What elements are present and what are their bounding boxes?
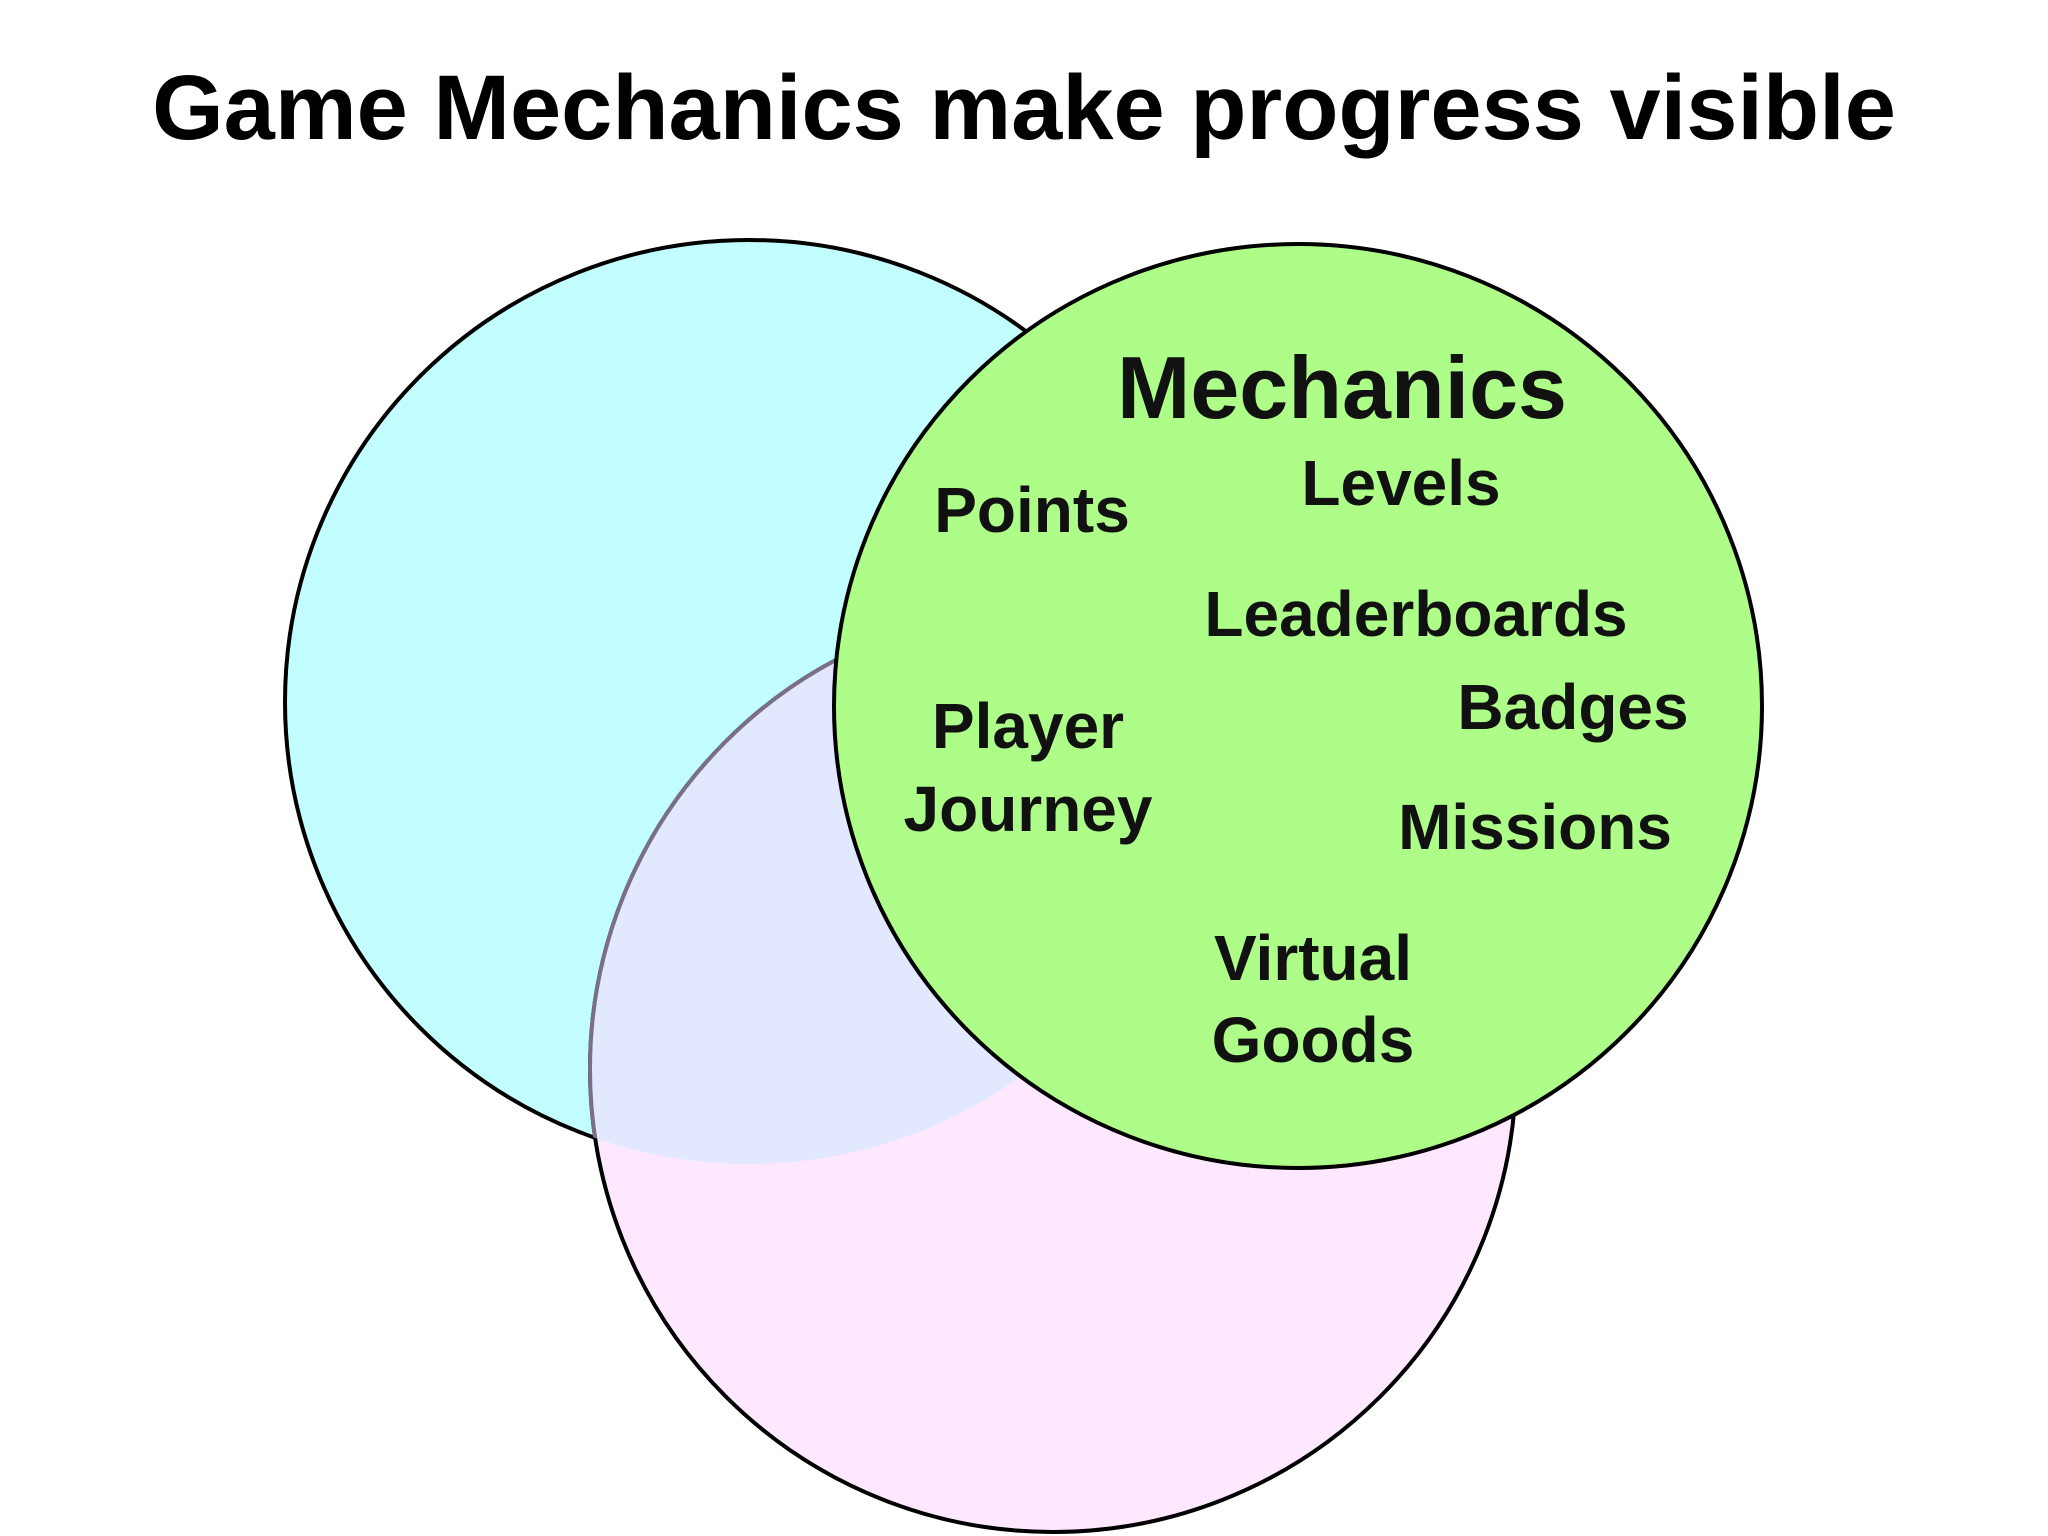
item-virtual-goods-line1: Virtual <box>1214 922 1412 994</box>
item-badges: Badges <box>1457 671 1688 743</box>
item-levels: Levels <box>1301 447 1500 519</box>
item-player-journey-line1: Player <box>932 690 1124 762</box>
item-points: Points <box>934 474 1130 546</box>
mechanics-heading: Mechanics <box>1117 338 1567 437</box>
venn-circle-mechanics <box>832 242 1764 1170</box>
item-player-journey-line2: Journey <box>904 773 1153 845</box>
item-leaderboards: Leaderboards <box>1204 578 1627 650</box>
item-missions: Missions <box>1398 791 1672 863</box>
item-virtual-goods-line2: Goods <box>1212 1004 1415 1076</box>
page-title: Game Mechanics make progress visible <box>152 57 1896 159</box>
